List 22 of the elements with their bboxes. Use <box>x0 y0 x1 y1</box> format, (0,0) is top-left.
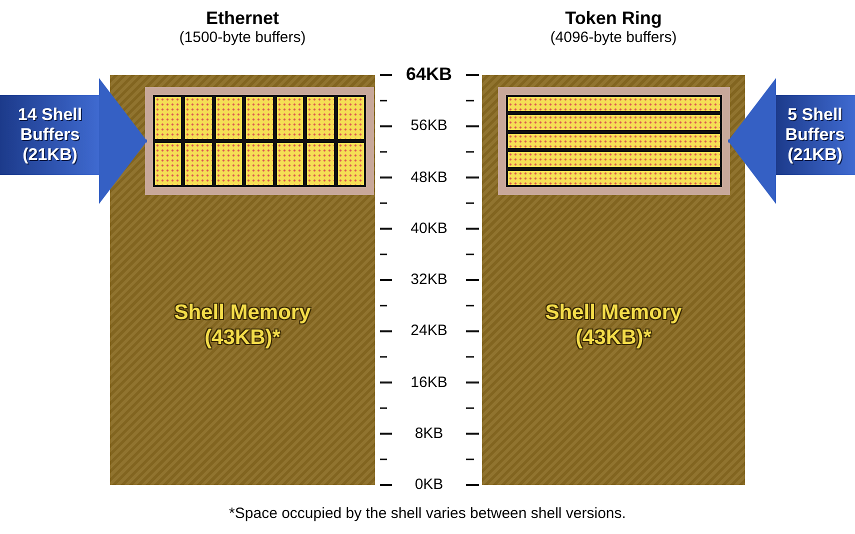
buffer-area <box>147 89 372 193</box>
scale-label: 56KB <box>410 117 448 134</box>
arrow-body: 14 Shell Buffers (21KB) <box>0 95 100 175</box>
column-heading: Ethernet <box>204 8 280 29</box>
scale-label: 48KB <box>410 168 448 186</box>
column-heading: Token Ring <box>564 8 663 29</box>
buffer-area <box>500 89 728 193</box>
scale-label: 16KB <box>410 374 448 390</box>
arrow <box>99 78 147 204</box>
scale-label: 24KB <box>410 322 448 340</box>
caption: *Space occupied by the shell varies between shell versions. <box>228 505 627 522</box>
memory-label: Shell Memory (43KB)* <box>110 300 375 350</box>
memory-label: Shell Memory (43KB)* <box>482 300 745 350</box>
scale-label: 40KB <box>410 220 448 237</box>
scale-label: 0KB <box>414 476 444 493</box>
scale-label: 64KB <box>404 64 454 86</box>
scale-label: 32KB <box>410 271 448 288</box>
arrow-body: 5 Shell Buffers (21KB) <box>775 95 855 175</box>
column-subheading: (4096-byte buffers) <box>549 29 678 46</box>
scale-label: 8KB <box>414 424 444 442</box>
column-subheading: (1500-byte buffers) <box>178 29 307 46</box>
arrow <box>728 78 776 204</box>
